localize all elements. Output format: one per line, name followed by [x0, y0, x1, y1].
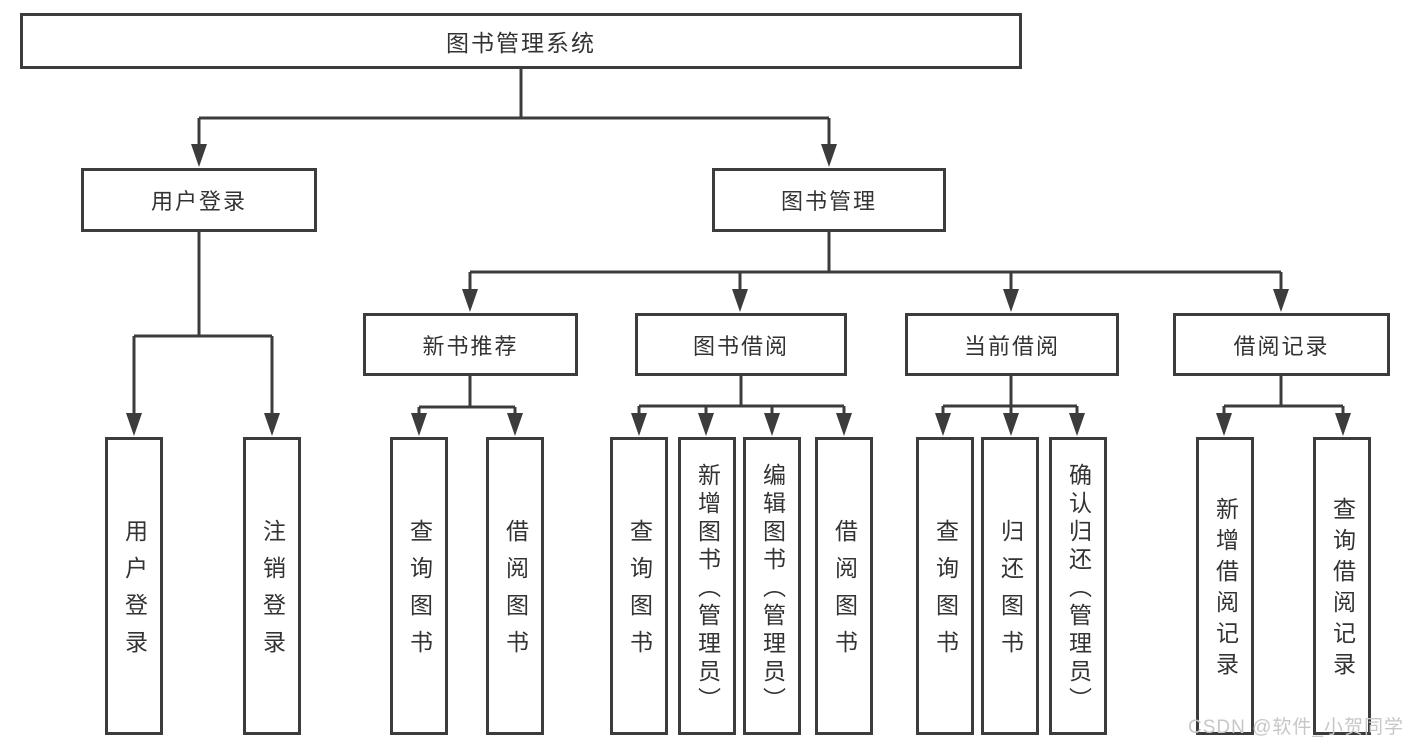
node-label: 借阅图书: [502, 519, 529, 667]
node-new-book-recommendation: 新书推荐: [363, 313, 578, 376]
node-label: 借阅图书: [831, 519, 858, 667]
node-leaf-confirm-return-admin: 确认归还（管理员）: [1049, 437, 1107, 735]
node-label: 确认归还（管理员）: [1065, 462, 1092, 715]
node-label: 编辑图书（管理员）: [759, 462, 786, 715]
node-label: 用户登录: [121, 519, 148, 667]
node-leaf-borrow-books-2: 借阅图书: [815, 437, 873, 735]
csdn-watermark: CSDN @软件_小贺同学: [1188, 717, 1404, 738]
node-leaf-query-books-2: 查询图书: [610, 437, 668, 735]
node-book-borrowing: 图书借阅: [635, 313, 847, 376]
node-leaf-add-book-admin: 新增图书（管理员）: [678, 437, 736, 735]
node-label: 注销登录: [259, 519, 286, 667]
node-label: 查询图书: [626, 519, 653, 667]
node-leaf-add-borrow-record: 新增借阅记录: [1196, 437, 1254, 735]
node-leaf-edit-book-admin: 编辑图书（管理员）: [743, 437, 801, 735]
node-label: 新增借阅记录: [1212, 497, 1239, 683]
node-current-borrowing: 当前借阅: [905, 313, 1119, 376]
node-label: 查询借阅记录: [1329, 497, 1356, 683]
node-book-management: 图书管理: [712, 168, 946, 232]
node-borrowing-records: 借阅记录: [1173, 313, 1390, 376]
node-library-management-system: 图书管理系统: [20, 13, 1022, 69]
node-label: 归还图书: [997, 519, 1024, 667]
node-label: 新增图书（管理员）: [694, 462, 721, 715]
node-leaf-query-books-1: 查询图书: [390, 437, 448, 735]
node-leaf-user-login: 用户登录: [105, 437, 163, 735]
node-label: 查询图书: [932, 519, 959, 667]
node-leaf-query-books-3: 查询图书: [916, 437, 974, 735]
node-leaf-borrow-books-1: 借阅图书: [486, 437, 544, 735]
node-leaf-query-borrow-record: 查询借阅记录: [1313, 437, 1371, 735]
node-user-login: 用户登录: [81, 168, 317, 232]
node-leaf-return-books: 归还图书: [981, 437, 1039, 735]
node-label: 查询图书: [406, 519, 433, 667]
node-leaf-logout: 注销登录: [243, 437, 301, 735]
